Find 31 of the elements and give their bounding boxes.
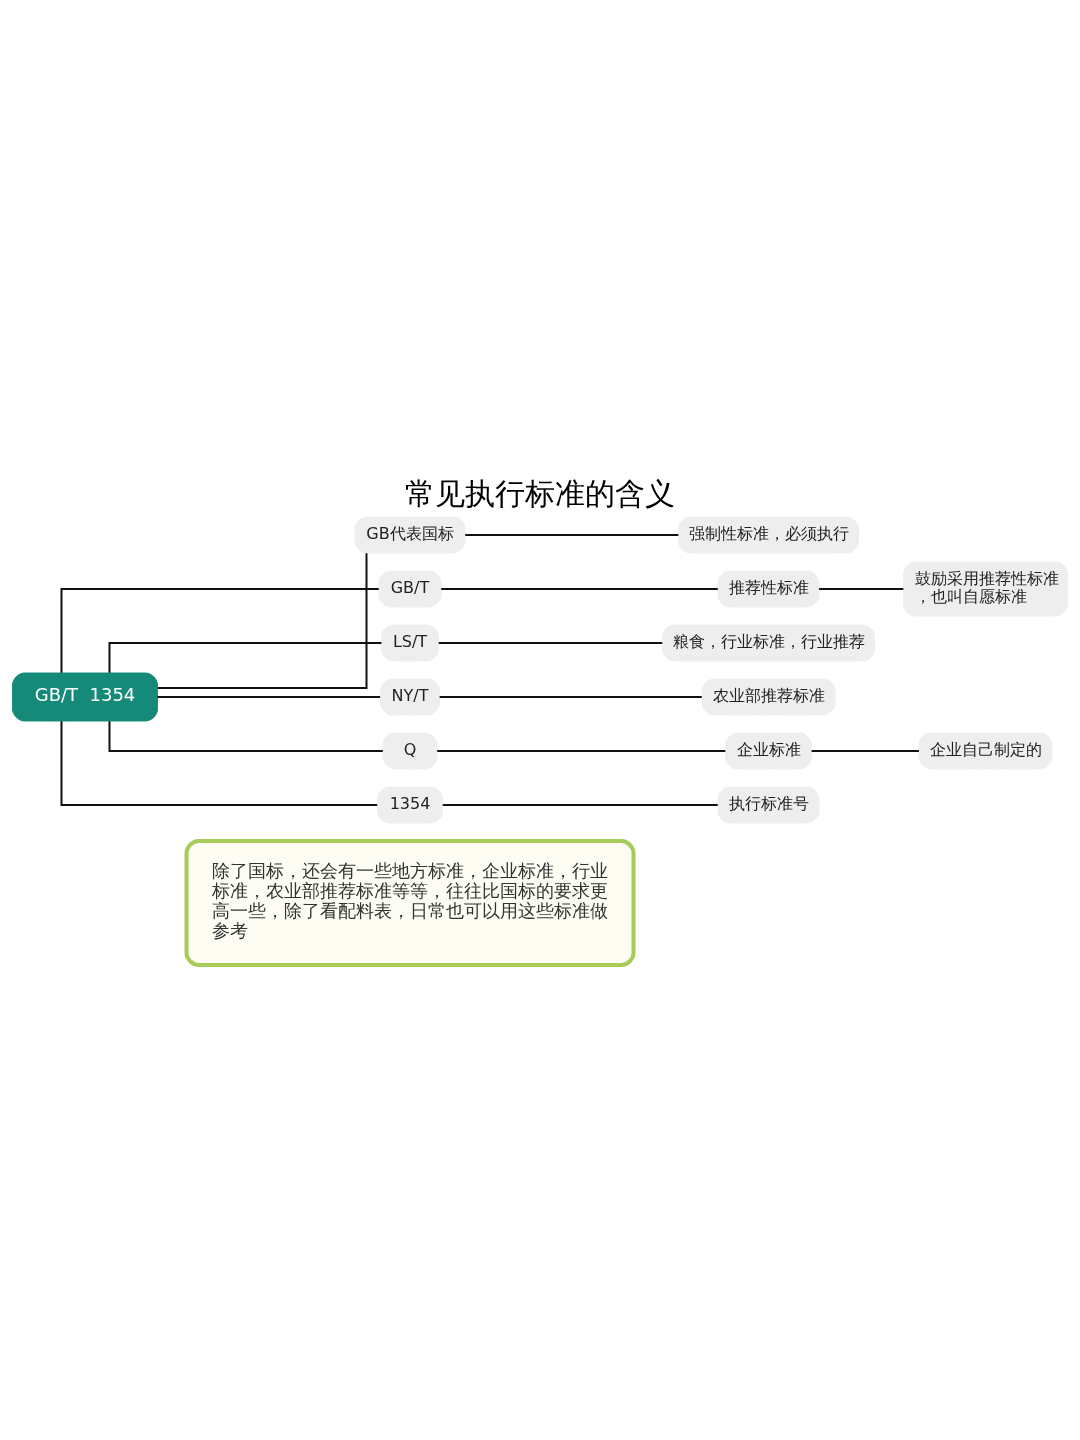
node-box: 强制性标准，必须执行 [678, 516, 859, 553]
connector [156, 551, 368, 689]
node-box: 农业部推荐标准 [701, 678, 836, 715]
node-box: 除了国标，还会有一些地方标准，企业标准，行业标准，农业部推荐标准等等，往往比国标的要求更高一些，除了看配料表，日常也可以用这些标准做参考 [184, 838, 636, 967]
diagram-title: 常见执行标准的含义 [405, 475, 675, 511]
connector [437, 641, 664, 644]
node-box: 企业自己制定的 [918, 732, 1053, 769]
connector [436, 749, 727, 752]
node-box: GB/T [378, 570, 442, 607]
node-box: 企业标准 [725, 732, 812, 769]
node-box: 推荐性标准 [717, 570, 820, 607]
connector [810, 749, 920, 752]
connector [464, 533, 680, 536]
connector [438, 695, 703, 698]
node-box: GB/T 1354 [12, 672, 158, 721]
node-box: NY/T [380, 678, 440, 715]
connector [60, 587, 380, 674]
node-box: GB代表国标 [354, 516, 466, 553]
node-box: 粮食，行业标准，行业推荐 [662, 624, 875, 661]
connector [156, 695, 382, 698]
connector [440, 587, 719, 590]
connector [60, 719, 379, 806]
node-box: 鼓励采用推荐性标准，也叫自愿标准 [903, 561, 1068, 616]
connector [441, 803, 719, 806]
node-box: 1354 [377, 786, 443, 823]
connector [108, 641, 383, 674]
node-box: LS/T [381, 624, 439, 661]
node-box: Q [382, 732, 438, 769]
connector [108, 719, 384, 752]
node-box: 执行标准号 [717, 786, 820, 823]
connector [818, 587, 905, 590]
